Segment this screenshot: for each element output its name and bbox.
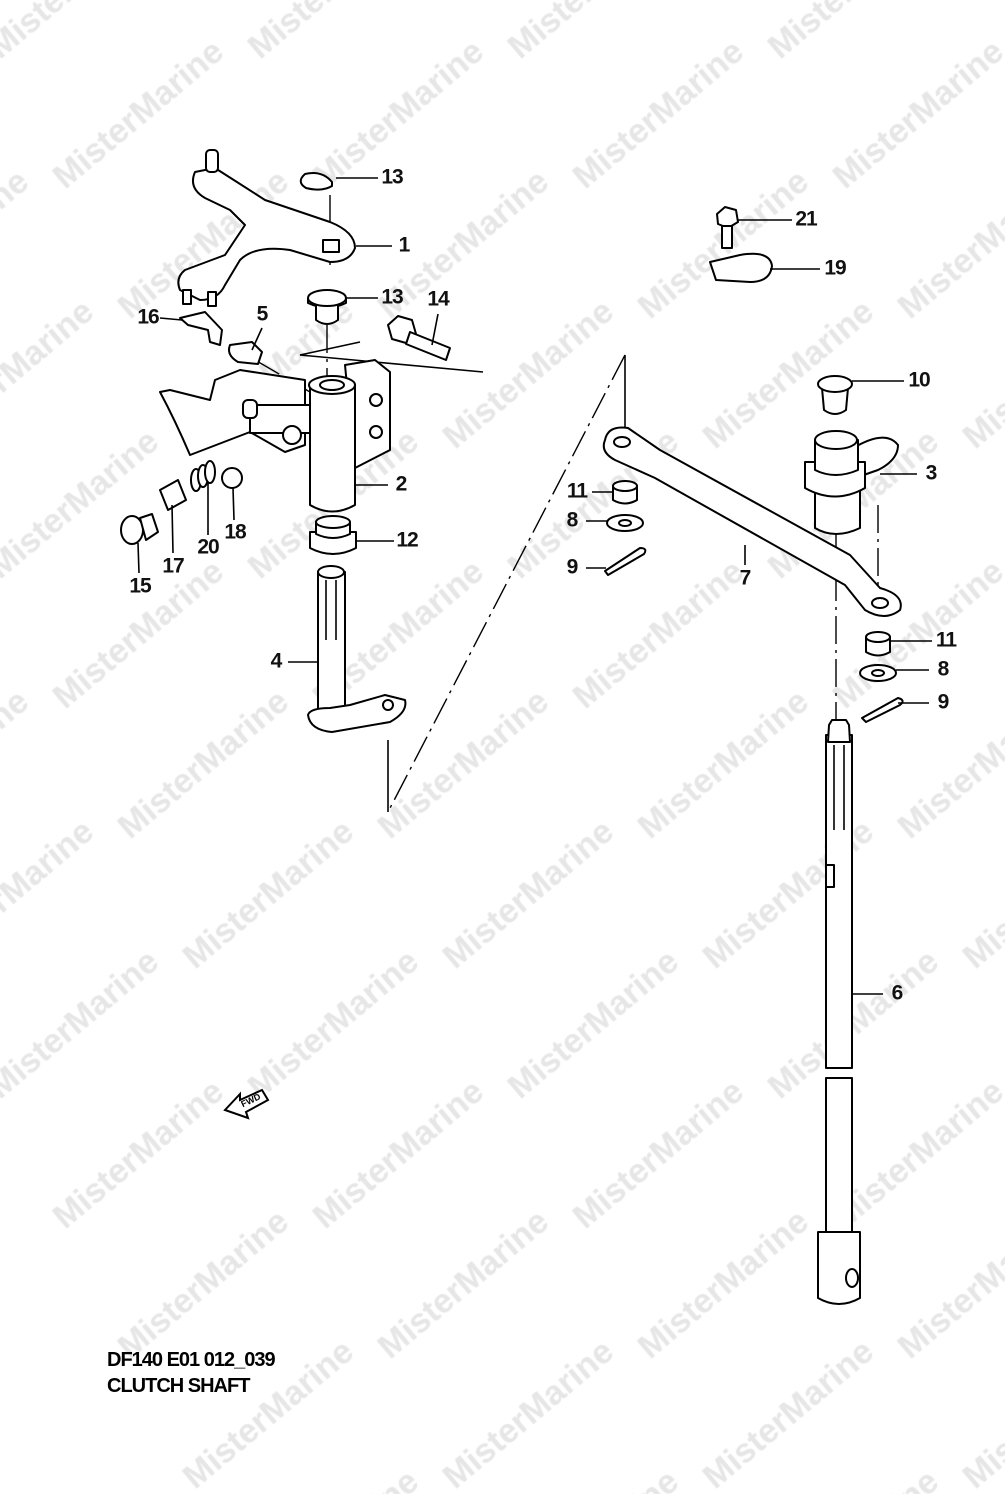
callout-13-clip: 13: [381, 166, 403, 189]
callout-8-right: 8: [938, 658, 950, 681]
assembly-guide-lines: [254, 195, 879, 813]
part-7-link-rod[interactable]: [602, 426, 902, 617]
callout-15: 15: [129, 575, 152, 598]
callout-21: 21: [795, 208, 818, 231]
callout-14: 14: [427, 288, 450, 311]
part-2-shift-bracket[interactable]: [159, 359, 391, 513]
part-8-washer-left[interactable]: [606, 514, 644, 532]
callout-16: 16: [137, 306, 159, 329]
callout-9-left: 9: [567, 556, 578, 579]
callout-17: 17: [162, 555, 184, 578]
callout-9-right: 9: [938, 691, 949, 714]
part-21-bolt[interactable]: [716, 206, 739, 249]
part-5-fitting[interactable]: [228, 341, 263, 365]
part-13-e-clip[interactable]: [299, 172, 333, 191]
callout-8-left: 8: [567, 509, 579, 532]
diagram-title: CLUTCH SHAFT: [107, 1375, 250, 1397]
part-11-bushing-left[interactable]: [612, 480, 638, 505]
part-20-spring[interactable]: [190, 460, 216, 492]
part-16-clip[interactable]: [179, 311, 223, 346]
callout-6: 6: [892, 982, 903, 1005]
part-19-clamp[interactable]: [709, 252, 773, 283]
part-14-bolt[interactable]: [387, 315, 451, 361]
callout-18: 18: [224, 521, 247, 544]
part-17-sleeve[interactable]: [159, 479, 187, 511]
part-9-cotter-pin-left[interactable]: [604, 547, 647, 576]
part-10-plug[interactable]: [817, 375, 853, 415]
fwd-arrow-icon: FWD: [223, 1088, 270, 1120]
part-4-shaft[interactable]: [307, 565, 407, 733]
callout-13-bushing: 13: [381, 286, 403, 309]
part-15-plug[interactable]: [120, 513, 159, 545]
part-8-washer-right[interactable]: [859, 664, 897, 682]
leader-lines: [137, 177, 932, 995]
callout-10: 10: [908, 369, 930, 392]
callout-19: 19: [824, 257, 846, 280]
callout-labels: 13 1 13 14 16 5 2 12 18 20 17 15 4 21 19…: [129, 166, 958, 1005]
part-13-bushing[interactable]: [307, 289, 347, 325]
part-11-bushing-right[interactable]: [865, 631, 891, 657]
callout-5: 5: [257, 303, 269, 326]
part-3-lever-boss[interactable]: [804, 430, 899, 535]
part-6-clutch-rod[interactable]: [817, 719, 861, 1305]
part-18-ball[interactable]: [221, 467, 243, 489]
callout-4: 4: [271, 650, 283, 673]
callout-1: 1: [399, 234, 411, 257]
part-9-cotter-pin-right[interactable]: [861, 697, 904, 723]
callout-2: 2: [396, 473, 407, 496]
diagram-code: DF140 E01 012_039: [107, 1349, 276, 1371]
part-12-bushing[interactable]: [309, 515, 357, 555]
callout-11-right: 11: [936, 629, 958, 652]
callout-11-left: 11: [567, 480, 589, 503]
callout-12: 12: [396, 529, 418, 552]
callout-3: 3: [926, 462, 937, 485]
callout-7: 7: [740, 567, 751, 590]
callout-20: 20: [197, 536, 219, 559]
part-1-shift-lever[interactable]: [177, 149, 356, 307]
